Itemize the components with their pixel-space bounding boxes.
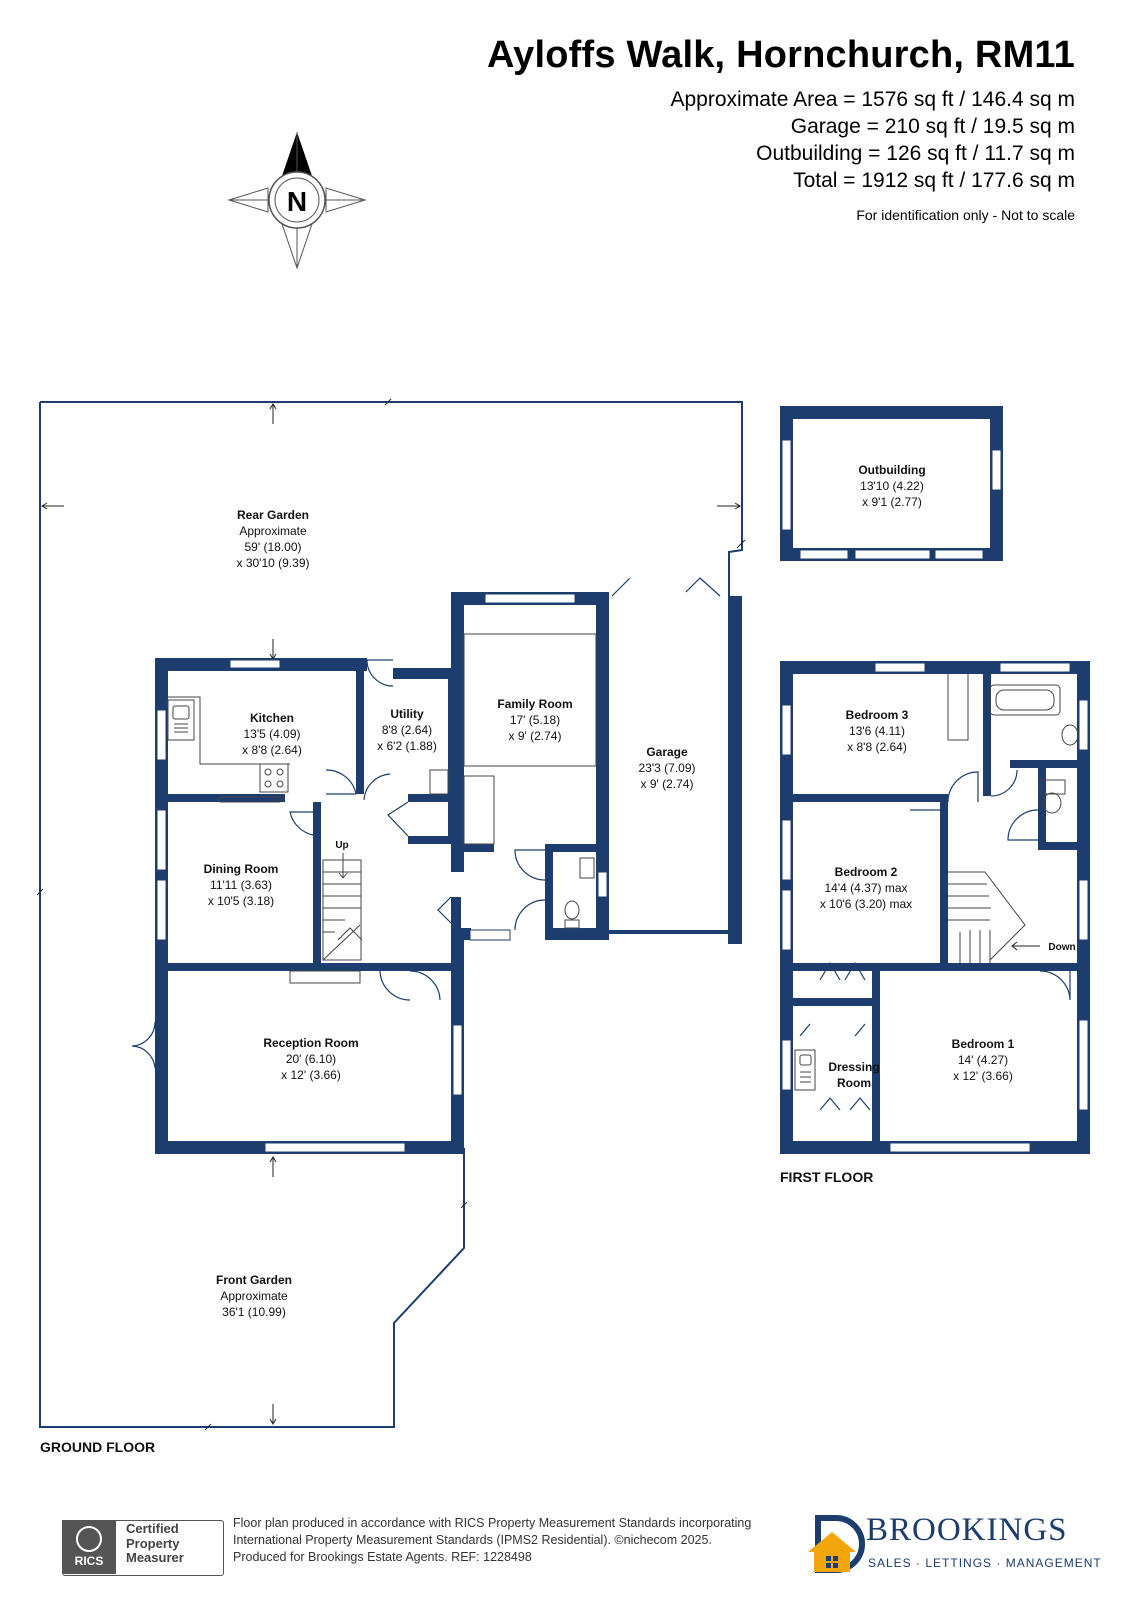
room-dim-dining-room-2: x 10'5 (3.18) (208, 894, 274, 908)
compass-label: N (287, 186, 307, 217)
room-name-bedroom-3: Bedroom 3 (846, 708, 909, 722)
rics-cert-text: Certified Property Measurer (126, 1521, 184, 1566)
plot-boundary (39, 401, 743, 1428)
footer-line-3: Produced for Brookings Estate Agents. RE… (233, 1550, 532, 1564)
footer-line-1: Floor plan produced in accordance with R… (233, 1516, 752, 1530)
ground-floor-doors (131, 577, 721, 1069)
room-dim-kitchen-1: 13'5 (4.09) (244, 727, 301, 741)
room-dim-utility-2: x 6'2 (1.88) (377, 739, 437, 753)
stairs-down-label: Down (1048, 942, 1075, 953)
room-dim-outbuilding-2: x 9'1 (2.77) (862, 495, 922, 509)
room-dim-bedroom-2-1: 14'4 (4.37) max (825, 881, 908, 895)
room-name-bedroom-2: Bedroom 2 (835, 865, 898, 879)
room-dim-dining-room-1: 11'11 (3.63) (210, 878, 272, 892)
outbuilding-walls (780, 406, 1003, 561)
room-dim-reception-room-1: 20' (6.10) (286, 1052, 336, 1066)
room-dim-garage-2: x 9' (2.74) (641, 777, 694, 791)
room-name-dressing-room-2: Room (837, 1076, 871, 1090)
first-floor-label: FIRST FLOOR (780, 1169, 873, 1185)
area-line-total: Total = 1912 sq ft / 177.6 sq m (793, 169, 1075, 192)
room-name-rear-garden: Rear Garden (237, 508, 309, 522)
rics-cert-line-1: Certified (126, 1521, 179, 1536)
room-name-kitchen: Kitchen (250, 711, 294, 725)
room-name-family-room: Family Room (497, 697, 572, 711)
area-line-garage: Garage = 210 sq ft / 19.5 sq m (790, 115, 1075, 138)
brookings-logo-icon (808, 1515, 865, 1573)
room-dim-bedroom-3-2: x 8'8 (2.64) (847, 740, 907, 754)
room-dim-outbuilding-1: 13'10 (4.22) (860, 479, 924, 493)
page-title: Ayloffs Walk, Hornchurch, RM11 (486, 34, 1075, 76)
scale-note: For identification only - Not to scale (856, 207, 1075, 223)
room-name-garage: Garage (646, 745, 688, 759)
room-dim-bedroom-1-2: x 12' (3.66) (953, 1069, 1013, 1083)
room-dim-front-garden-2: 36'1 (10.99) (222, 1305, 286, 1319)
area-line-outbuilding: Outbuilding = 126 sq ft / 11.7 sq m (756, 142, 1075, 165)
rics-cert-line-2: Property (126, 1535, 180, 1551)
room-dim-bedroom-3-1: 13'6 (4.11) (849, 724, 905, 738)
brand-name: BROOKINGS (866, 1512, 1068, 1548)
first-floor-stairs (948, 871, 1040, 963)
ground-floor-label: GROUND FLOOR (40, 1439, 155, 1455)
first-floor-doors (799, 769, 1071, 1111)
room-dim-family-room-1: 17' (5.18) (510, 713, 560, 727)
room-name-outbuilding: Outbuilding (858, 463, 925, 477)
rics-logo-text: RICS (74, 1554, 104, 1568)
area-line-approximate: Approximate Area = 1576 sq ft / 146.4 sq… (670, 88, 1076, 111)
room-dim-garage-1: 23'3 (7.09) (639, 761, 696, 775)
room-dim-rear-garden-1: Approximate (239, 524, 307, 538)
first-floor-windows (781, 662, 1089, 1153)
room-dim-utility-1: 8'8 (2.64) (382, 723, 432, 737)
room-dim-bedroom-1-1: 14' (4.27) (958, 1053, 1008, 1067)
room-name-utility: Utility (390, 707, 424, 721)
room-dim-reception-room-2: x 12' (3.66) (281, 1068, 341, 1082)
first-floor-fixtures (794, 674, 1079, 1091)
room-dim-rear-garden-3: x 30'10 (9.39) (236, 556, 309, 570)
room-name-front-garden: Front Garden (216, 1273, 292, 1287)
rics-cert-line-3: Measurer (126, 1550, 184, 1565)
dimension-arrows (41, 403, 741, 1425)
rics-logo-icon: RICS (62, 1520, 116, 1574)
ground-floor-windows (156, 593, 608, 1153)
room-name-dining-room: Dining Room (204, 862, 279, 876)
footer-line-2: International Property Measurement Stand… (233, 1533, 712, 1547)
room-dim-bedroom-2-2: x 10'6 (3.20) max (820, 897, 912, 911)
ground-floor-stairs (322, 853, 363, 961)
room-dim-rear-garden-2: 59' (18.00) (245, 540, 302, 554)
room-name-dressing-room-1: Dressing (828, 1060, 879, 1074)
room-name-reception-room: Reception Room (263, 1036, 358, 1050)
room-dim-kitchen-2: x 8'8 (2.64) (242, 743, 302, 757)
ground-floor-fixtures (167, 633, 597, 984)
room-dim-family-room-2: x 9' (2.74) (509, 729, 562, 743)
room-name-bedroom-1: Bedroom 1 (952, 1037, 1015, 1051)
stairs-up-label: Up (335, 840, 348, 851)
compass-icon: N (227, 132, 367, 270)
footer-disclaimer: Floor plan produced in accordance with R… (233, 1515, 751, 1566)
room-dim-front-garden-1: Approximate (220, 1289, 288, 1303)
brand-tagline: SALES · LETTINGS · MANAGEMENT (868, 1556, 1102, 1570)
